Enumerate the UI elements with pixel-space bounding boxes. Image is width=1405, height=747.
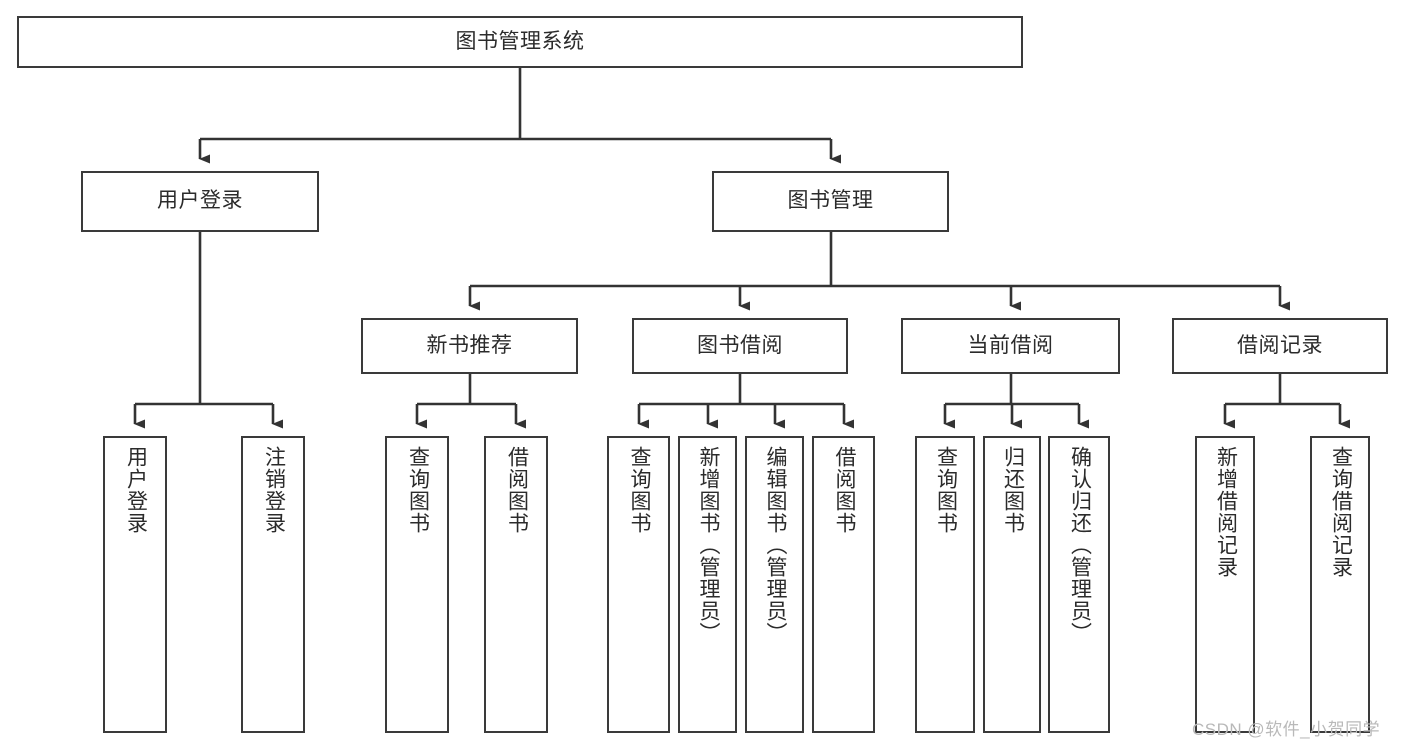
node-label-root: 图书管理系统 <box>455 29 585 53</box>
node-label-book-borrow: 图书借阅 <box>697 333 783 357</box>
node-leaf-borrow-lend[interactable]: 借阅图书 <box>812 436 875 733</box>
node-leaf-rec-borrow[interactable]: 借阅图书 <box>484 436 548 733</box>
node-label-leaf-cur-confirm: 确认归还（管理员） <box>1068 446 1092 644</box>
node-label-leaf-rec-add: 新增借阅记录 <box>1214 446 1238 578</box>
node-leaf-cur-confirm[interactable]: 确认归还（管理员） <box>1048 436 1110 733</box>
node-label-borrow-record: 借阅记录 <box>1237 333 1323 357</box>
node-label-leaf-borrow-edit: 编辑图书（管理员） <box>763 446 787 644</box>
node-user-login[interactable]: 用户登录 <box>81 171 319 232</box>
node-leaf-borrow-query[interactable]: 查询图书 <box>607 436 670 733</box>
node-leaf-borrow-add[interactable]: 新增图书（管理员） <box>678 436 737 733</box>
node-label-new-book-rec: 新书推荐 <box>426 333 513 357</box>
node-leaf-cur-query[interactable]: 查询图书 <box>915 436 975 733</box>
node-leaf-cur-return[interactable]: 归还图书 <box>983 436 1041 733</box>
node-label-leaf-user-login: 用户登录 <box>124 446 148 534</box>
node-leaf-rec-query2[interactable]: 查询借阅记录 <box>1310 436 1370 733</box>
node-label-leaf-rec-query: 查询图书 <box>406 446 430 534</box>
node-label-leaf-cur-return: 归还图书 <box>1001 446 1025 534</box>
node-leaf-rec-add[interactable]: 新增借阅记录 <box>1195 436 1255 733</box>
node-label-leaf-rec-query2: 查询借阅记录 <box>1329 446 1353 578</box>
node-leaf-borrow-edit[interactable]: 编辑图书（管理员） <box>745 436 804 733</box>
node-label-leaf-user-logout: 注销登录 <box>262 446 286 534</box>
node-leaf-user-login[interactable]: 用户登录 <box>103 436 167 733</box>
node-label-current-borrow: 当前借阅 <box>967 333 1054 357</box>
node-label-leaf-cur-query: 查询图书 <box>934 446 958 534</box>
node-label-leaf-borrow-query: 查询图书 <box>627 446 651 534</box>
node-book-manage[interactable]: 图书管理 <box>712 171 949 232</box>
node-leaf-user-logout[interactable]: 注销登录 <box>241 436 305 733</box>
csdn-watermark: CSDN @软件_小贺同学 <box>1192 720 1381 739</box>
node-borrow-record[interactable]: 借阅记录 <box>1172 318 1388 374</box>
node-current-borrow[interactable]: 当前借阅 <box>901 318 1120 374</box>
node-label-book-manage: 图书管理 <box>787 189 874 213</box>
node-label-leaf-borrow-lend: 借阅图书 <box>832 446 856 534</box>
node-new-book-rec[interactable]: 新书推荐 <box>361 318 578 374</box>
node-book-borrow[interactable]: 图书借阅 <box>632 318 848 374</box>
node-leaf-rec-query[interactable]: 查询图书 <box>385 436 449 733</box>
node-label-leaf-borrow-add: 新增图书（管理员） <box>696 446 720 644</box>
node-label-user-login: 用户登录 <box>157 189 243 213</box>
node-root[interactable]: 图书管理系统 <box>17 16 1023 68</box>
node-label-leaf-rec-borrow: 借阅图书 <box>505 446 529 534</box>
